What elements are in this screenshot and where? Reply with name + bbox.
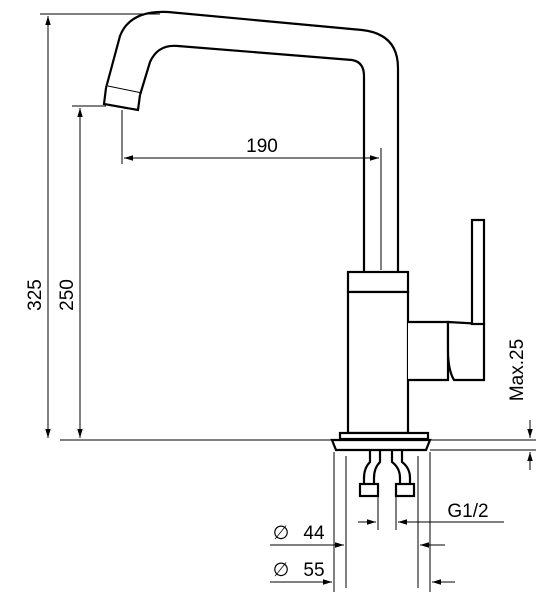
dim-label-190: 190 — [246, 136, 278, 157]
dim-label-g12: G1/2 — [447, 501, 488, 522]
base-mount — [330, 438, 432, 452]
dim-symbol-diameter-55: ∅ — [273, 560, 290, 581]
body-top-ring — [346, 270, 410, 294]
handle-base — [446, 320, 486, 382]
dim-symbol-diameter-44: ∅ — [273, 523, 290, 544]
dim-label-max25: Max.25 — [507, 339, 528, 401]
dimension-spout-reach: 190 — [121, 110, 382, 270]
spout-inner — [138, 44, 366, 272]
aerator — [102, 87, 142, 112]
hose-fitting-left — [358, 482, 380, 498]
hose-fitting-right — [394, 482, 416, 498]
dimension-hole-diameter: ∅ 44 — [270, 456, 445, 588]
handle-connector — [408, 320, 450, 382]
lever — [470, 218, 486, 326]
faucet-body — [346, 290, 410, 435]
dimension-base-diameter: ∅ 55 — [270, 452, 455, 592]
dimension-deck-thickness: Max.25 — [507, 339, 533, 470]
dim-label-44: 44 — [303, 523, 325, 544]
spout-outer — [104, 10, 400, 272]
dimension-thread: G1/2 — [358, 496, 504, 530]
dimension-spout-height: 250 — [57, 105, 106, 438]
base-flange — [338, 431, 430, 441]
dim-label-250: 250 — [57, 279, 78, 311]
dim-label-55: 55 — [303, 560, 324, 581]
dim-label-325: 325 — [25, 279, 46, 311]
faucet-outline — [102, 10, 486, 498]
dimension-total-height: 325 — [25, 13, 160, 438]
